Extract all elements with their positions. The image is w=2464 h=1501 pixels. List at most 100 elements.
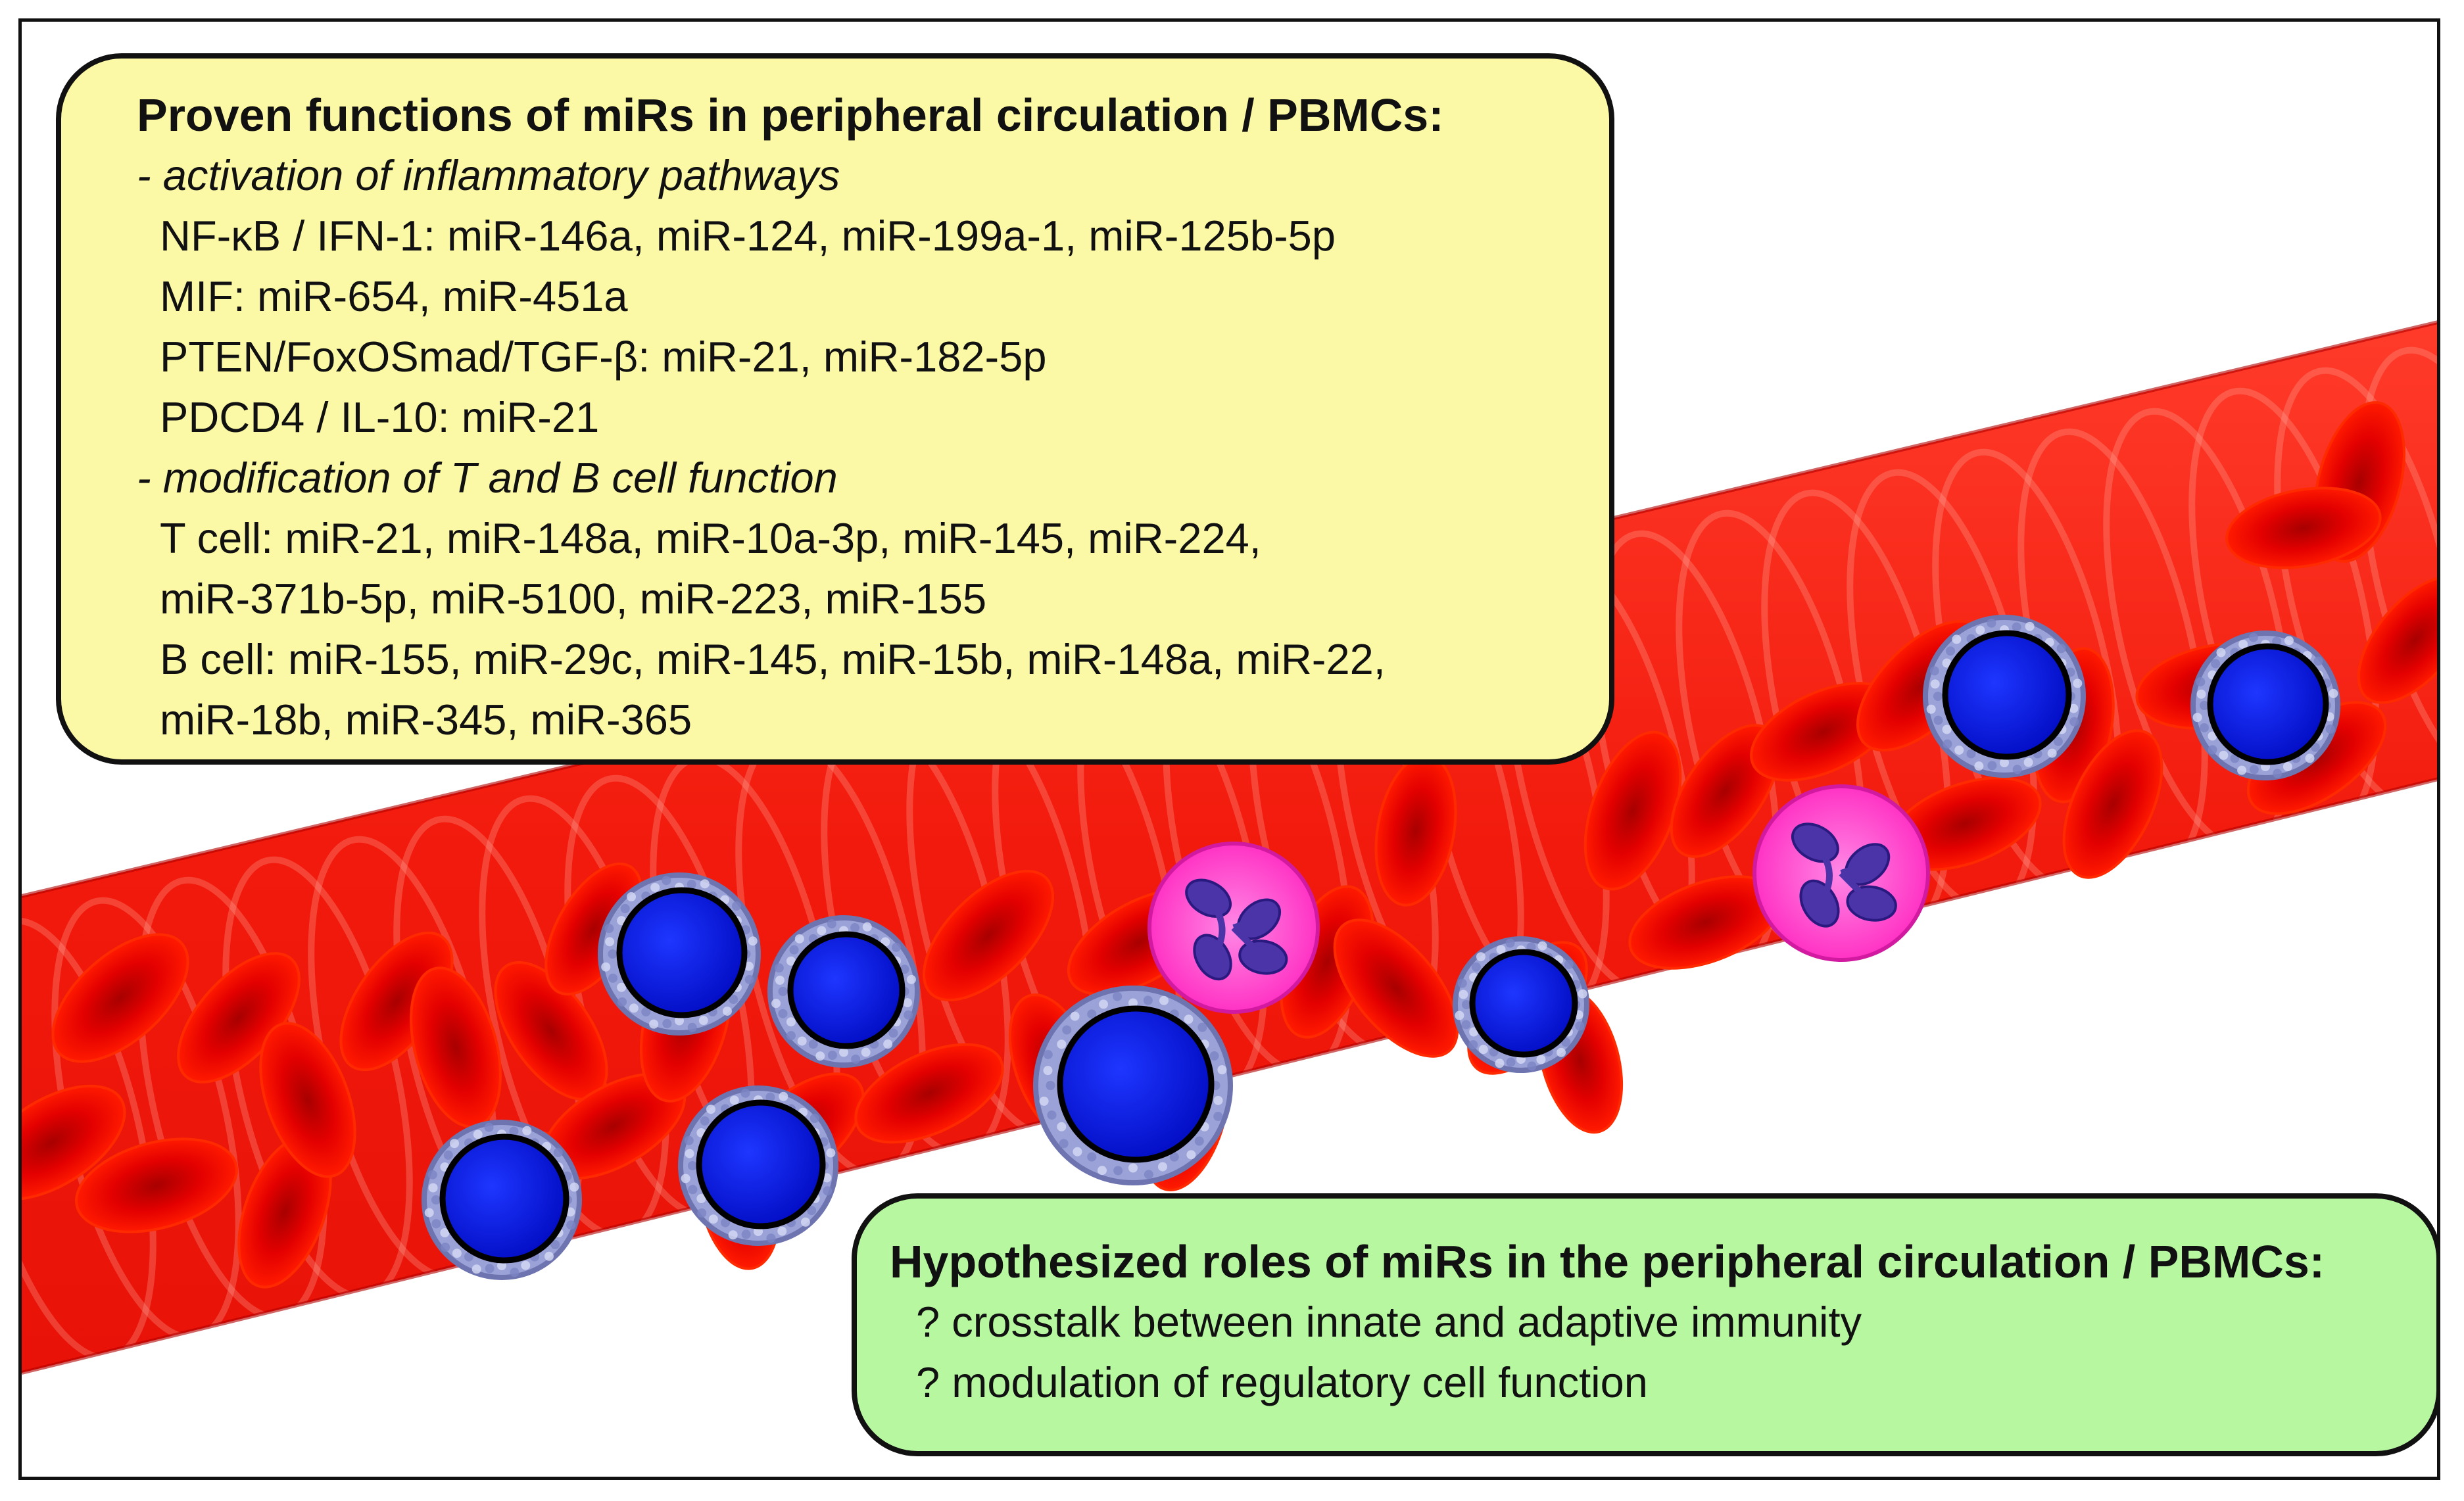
blood-cells [22, 401, 2437, 1289]
lymphocyte-granule [681, 1174, 690, 1183]
lymphocyte-granule [1987, 761, 1997, 771]
lymphocyte-granule [1043, 1049, 1053, 1059]
lymphocyte-granule [1476, 952, 1486, 962]
lymphocyte-granule [617, 997, 627, 1007]
lymphocyte-granule [2047, 748, 2057, 758]
lymphocyte-granule [1942, 658, 1952, 668]
lymphocyte-granule [1209, 1051, 1219, 1061]
lymphocyte-granule [1933, 692, 1943, 701]
lymphocyte-granule [2305, 753, 2315, 763]
lymphocyte-nucleus [616, 887, 748, 1018]
lymphocyte-granule [774, 963, 784, 973]
lymphocyte-granule [2069, 717, 2079, 727]
lymphocyte-granule [2272, 636, 2282, 646]
lymphocyte-granule [2196, 689, 2206, 699]
lymphocyte-granule [2238, 639, 2248, 649]
cell-function-item: B cell: miR-155, miR-29c, miR-145, miR-1… [160, 635, 1386, 683]
neutrophil [1147, 842, 1320, 1014]
lymphocyte-granule [861, 1047, 871, 1057]
lymphocyte-granule [1046, 1081, 1055, 1090]
red-blood-cell [2225, 487, 2382, 569]
lymphocyte [678, 1085, 838, 1246]
pathway-item: MIF: miR-654, miR-451a [160, 272, 628, 320]
lymphocyte-granule [2273, 769, 2283, 778]
neutrophil-nucleus-bridge [1205, 895, 1266, 960]
lymphocyte-granule [1047, 1110, 1057, 1120]
lymphocyte-granule [1039, 1096, 1049, 1106]
lymphocyte-granule [1943, 739, 1952, 749]
lymphocyte-granule [817, 926, 827, 936]
lymphocyte-granule [2053, 736, 2063, 746]
lymphocyte-granule [1070, 1011, 1080, 1021]
lymphocyte-granule [2283, 762, 2292, 772]
lymphocyte-granule [1113, 991, 1123, 1001]
lymphocyte-granule [765, 1092, 775, 1102]
lymphocyte-granule [721, 1218, 730, 1227]
lymphocyte-granule [608, 949, 617, 959]
lymphocyte-granule [766, 1233, 776, 1243]
lymphocyte-granule [883, 1039, 893, 1049]
red-blood-cell [2357, 575, 2437, 704]
lymphocyte-granule [1194, 1136, 1204, 1146]
lymphocyte-granule [2237, 765, 2247, 775]
lymphocyte-granule [509, 1126, 519, 1136]
lymphocyte-granule [2025, 621, 2035, 631]
lymphocyte-granule [1954, 745, 1964, 755]
lymphocyte-granule [786, 1031, 796, 1041]
lymphocyte-nucleus [439, 1133, 569, 1264]
lymphocyte-granule [566, 1220, 576, 1230]
lymphocyte-granule [1057, 1122, 1067, 1132]
lymphocyte-granule [450, 1139, 460, 1149]
lymphocyte-granule [1184, 1014, 1194, 1024]
lymphocyte-nucleus [1942, 630, 2072, 760]
lymphocyte-granule [424, 1208, 434, 1218]
lymphocyte-granule [1197, 1022, 1207, 1032]
lymphocyte-granule [1496, 945, 1506, 955]
lymphocyte-granule [1144, 1170, 1153, 1179]
lymphocyte-granule [1113, 1166, 1123, 1176]
lymphocyte-granule [1143, 995, 1153, 1005]
hypothesis-item: ? crosstalk between innate and adaptive … [916, 1298, 1862, 1346]
lymphocyte-granule [786, 956, 796, 966]
lymphocyte-granule [862, 922, 872, 932]
lymphocyte-granule [1159, 995, 1169, 1005]
lymphocyte-granule [754, 1227, 763, 1236]
lymphocyte-granule [684, 1135, 694, 1145]
lymphocyte-granule [1929, 666, 1939, 676]
lymphocyte-granule [1457, 978, 1467, 988]
red-blood-cell [922, 869, 1055, 1002]
lymphocyte-granule [827, 1051, 837, 1060]
lymphocyte-granule [800, 1217, 810, 1227]
lymphocyte-granule [1213, 1095, 1223, 1105]
lymphocyte-granule [1987, 618, 1996, 628]
lymphocyte-granule [839, 1047, 848, 1057]
lymphocyte-granule [1459, 989, 1468, 999]
lymphocyte-granule [1975, 625, 1985, 635]
lymphocyte-granule [775, 975, 785, 985]
lymphocyte-granule [779, 1091, 788, 1101]
lymphocyte-granule [441, 1242, 450, 1252]
lymphocyte [422, 1120, 582, 1280]
pathway-item: PDCD4 / IL-10: miR-21 [160, 393, 600, 441]
lymphocyte-granule [1062, 1025, 1072, 1035]
lymphocyte-granule [797, 1036, 807, 1046]
lymphocyte-granule [740, 1088, 750, 1098]
lymphocyte-granule [2000, 758, 2009, 767]
lymphocyte-granule [1933, 715, 1943, 725]
lymphocyte-granule [1526, 942, 1536, 952]
lymphocyte-granule [771, 999, 781, 1009]
lymphocyte-granule [906, 974, 916, 984]
lymphocyte-granule [641, 1007, 651, 1016]
lymphocyte-granule [1461, 1020, 1471, 1030]
lymphocyte-granule [2216, 648, 2226, 657]
lymphocyte-granule [1952, 634, 1962, 644]
lymphocyte-granule [1564, 959, 1574, 969]
lymphocyte-granule [431, 1219, 441, 1229]
lymphocyte-granule [608, 973, 617, 983]
lymphocyte-granule [685, 1149, 694, 1158]
lymphocyte-granule [1217, 1065, 1227, 1075]
lymphocyte [2190, 631, 2340, 780]
lymphocyte-granule [1087, 1009, 1097, 1019]
lymphocyte-granule [2196, 677, 2206, 687]
lymphocyte-granule [696, 1194, 706, 1203]
